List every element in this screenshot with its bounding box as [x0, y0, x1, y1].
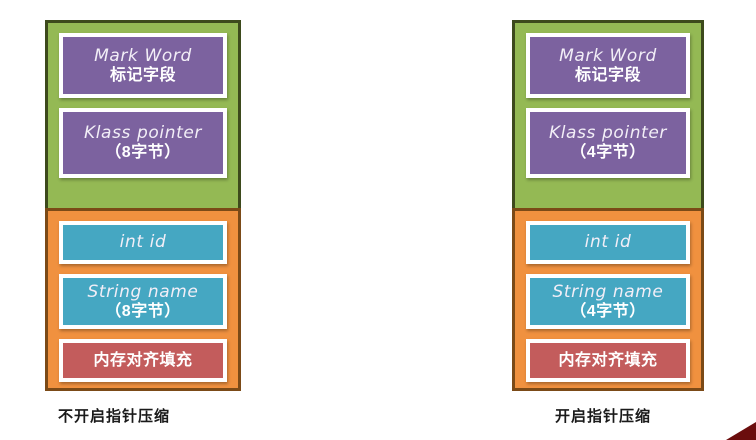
- klass-pointer-label-en: Klass pointer: [548, 123, 667, 144]
- cell-padding-right: 内存对齐填充: [526, 339, 690, 382]
- object-header-region-left: Mark Word 标记字段 Klass pointer （8字节）: [45, 20, 241, 208]
- int-id-label-en: int id: [584, 231, 632, 252]
- cell-klass-pointer-left: Klass pointer （8字节）: [59, 108, 227, 178]
- klass-pointer-size-cn: （8字节）: [105, 144, 181, 162]
- int-id-label-en: int id: [119, 231, 167, 252]
- object-header-region-right: Mark Word 标记字段 Klass pointer （4字节）: [512, 20, 704, 208]
- klass-pointer-label-en: Klass pointer: [83, 123, 202, 144]
- cell-string-name-left: String name （8字节）: [59, 274, 227, 329]
- cell-int-id-right: int id: [526, 221, 690, 264]
- cell-int-id-left: int id: [59, 221, 227, 264]
- mark-word-label-cn: 标记字段: [109, 66, 176, 84]
- instance-data-region-left: int id String name （8字节） 内存对齐填充: [45, 211, 241, 391]
- cell-mark-word-left: Mark Word 标记字段: [59, 33, 227, 98]
- diagram-no-compressed-oops: Mark Word 标记字段 Klass pointer （8字节） int i…: [45, 20, 241, 391]
- padding-label-cn: 内存对齐填充: [558, 351, 658, 369]
- region-divider-left: [45, 208, 241, 211]
- klass-pointer-size-cn: （4字节）: [570, 144, 646, 162]
- mark-word-label-cn: 标记字段: [574, 66, 641, 84]
- diagram-compressed-oops: Mark Word 标记字段 Klass pointer （4字节） int i…: [512, 20, 704, 391]
- mark-word-label-en: Mark Word: [94, 45, 192, 66]
- string-name-label-en: String name: [552, 281, 664, 302]
- cell-klass-pointer-right: Klass pointer （4字节）: [526, 108, 690, 178]
- string-name-label-en: String name: [87, 281, 199, 302]
- cell-string-name-right: String name （4字节）: [526, 274, 690, 329]
- cell-mark-word-right: Mark Word 标记字段: [526, 33, 690, 98]
- padding-label-cn: 内存对齐填充: [93, 351, 193, 369]
- instance-data-region-right: int id String name （4字节） 内存对齐填充: [512, 211, 704, 391]
- caption-compressed-oops: 开启指针压缩: [555, 408, 652, 425]
- region-divider-right: [512, 208, 704, 211]
- cell-padding-left: 内存对齐填充: [59, 339, 227, 382]
- mark-word-label-en: Mark Word: [559, 45, 657, 66]
- string-name-size-cn: （8字节）: [105, 302, 181, 320]
- caption-no-compressed-oops: 不开启指针压缩: [58, 408, 171, 425]
- string-name-size-cn: （4字节）: [570, 302, 646, 320]
- corner-wedge-icon: [726, 422, 756, 440]
